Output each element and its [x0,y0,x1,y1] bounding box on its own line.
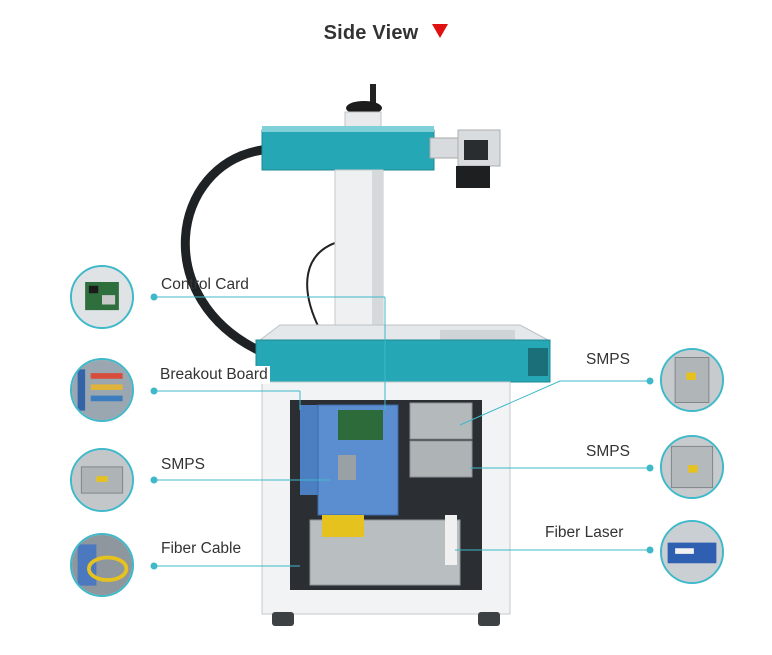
psu-upper [409,402,473,440]
control-board [338,410,383,440]
callout-lines [150,293,654,570]
fiber-laser-photo [660,520,724,584]
small-psu [338,455,356,480]
label-breakout-board: Breakout Board [160,366,270,384]
title-text: Side View [323,22,419,44]
fiber-coil [322,515,364,537]
label-control-card: Control Card [161,276,249,293]
arm-top-edge [262,126,434,132]
foot-right [478,612,500,626]
control-card-photo [70,265,134,329]
power-switch [528,348,548,376]
signal-wire [306,239,346,331]
galvo-window [464,140,488,160]
table-front-band [255,339,551,383]
fiber-cable-photo [70,533,134,597]
head-mount [429,137,461,159]
label-smps-right-bottom: SMPS [586,443,630,460]
label-fiber-laser: Fiber Laser [545,524,624,541]
lifting-arm [261,129,435,171]
smps-photo [660,435,724,499]
fiber-cable-arc [180,145,267,357]
table-plate [440,330,515,340]
label-fiber-cable: Fiber Cable [161,540,242,557]
breakout-board-photo [70,358,134,422]
psu-lower [409,440,473,478]
red-down-triangle-icon [432,24,449,38]
foot-left [272,612,294,626]
rail-left [300,405,318,495]
page-title: Side View [0,22,772,45]
cable-tray [445,515,457,565]
smps-photo [660,348,724,412]
label-smps-left: SMPS [161,456,205,473]
f-theta-lens [456,166,490,188]
handwheel-shaft [370,84,376,106]
column-shade [372,170,383,340]
smps-photo [70,448,134,512]
label-smps-right-top: SMPS [586,351,630,368]
